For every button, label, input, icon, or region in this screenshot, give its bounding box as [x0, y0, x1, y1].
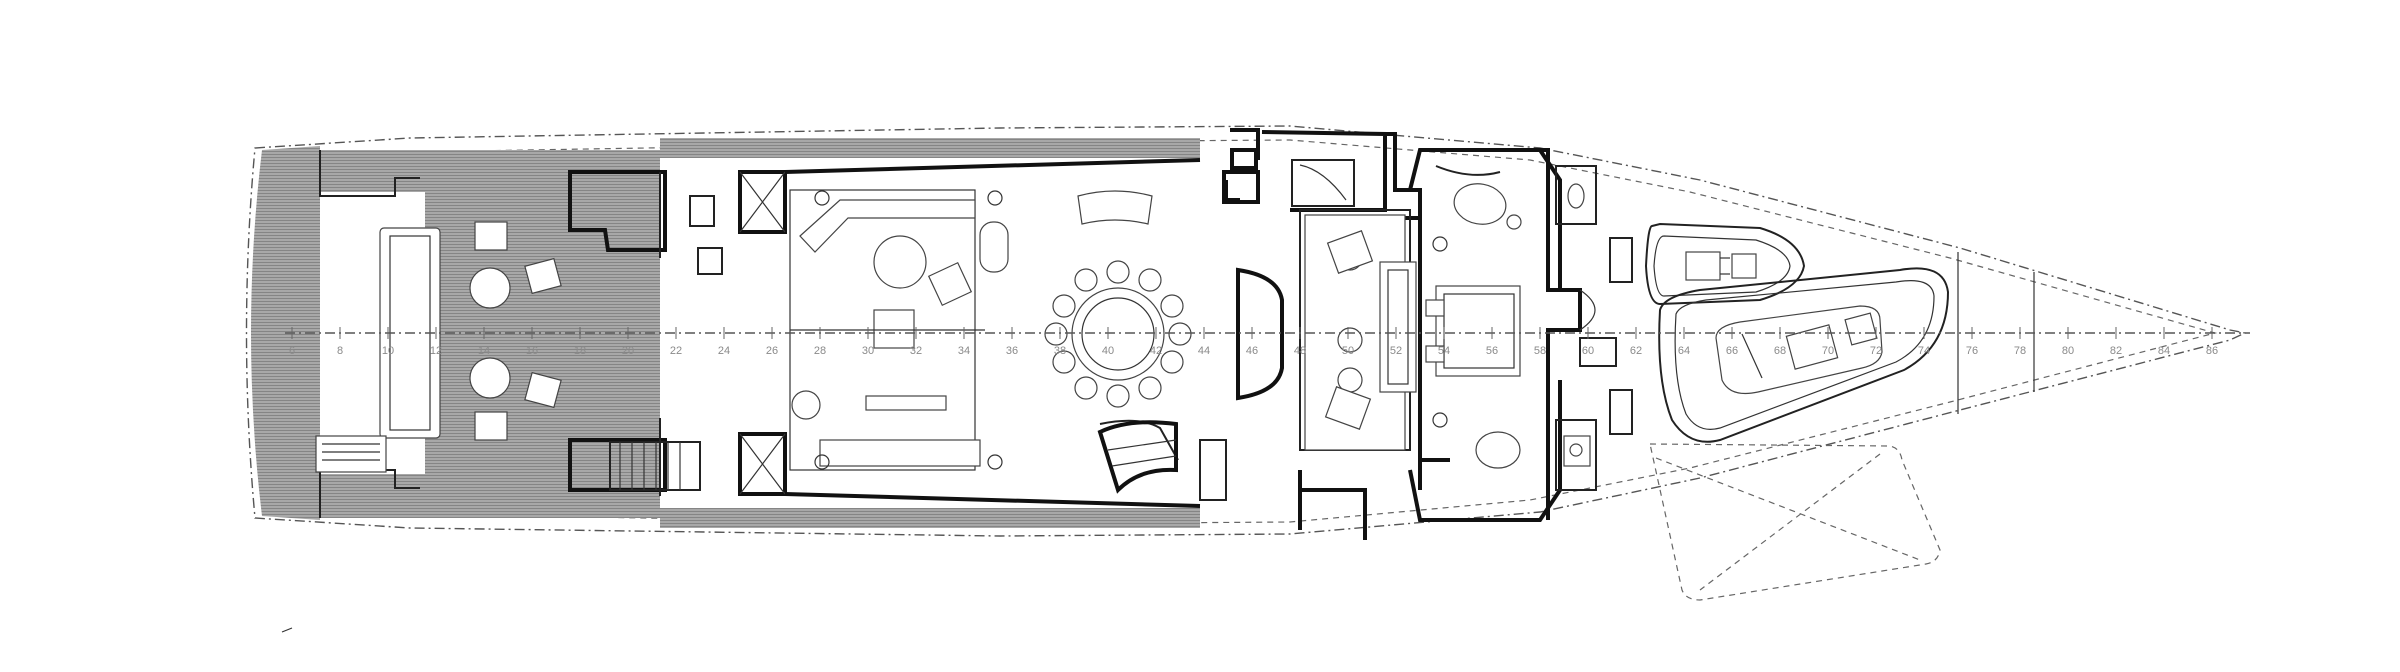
frame-tick-label: 10 — [382, 345, 394, 357]
bow-structure — [1957, 252, 2035, 414]
frame-tick-label: 50 — [1342, 345, 1354, 357]
frame-tick-label: 66 — [1726, 345, 1738, 357]
frame-tick-label: 40 — [1102, 345, 1114, 357]
frame-tick-label: 42 — [1150, 345, 1162, 357]
frame-tick-label: 56 — [1486, 345, 1498, 357]
frame-tick-label: 30 — [862, 345, 874, 357]
frame-tick-label: 16 — [526, 345, 538, 357]
frame-tick-label: 20 — [622, 345, 634, 357]
frame-tick-label: 60 — [1582, 345, 1594, 357]
frame-tick-label: 12 — [430, 345, 442, 357]
frame-tick-label: 24 — [718, 345, 730, 357]
aft-stairs — [609, 441, 701, 491]
frame-tick-label: 36 — [1006, 345, 1018, 357]
tender-launch-zone — [1649, 443, 1941, 601]
frame-tick-label: 62 — [1630, 345, 1642, 357]
frame-tick-label: 34 — [958, 345, 970, 357]
frame-tick-label: 74 — [1918, 345, 1930, 357]
frame-tick-label: 82 — [2110, 345, 2122, 357]
forward-bathrooms — [1540, 148, 1633, 520]
frame-tick-label: 68 — [1774, 345, 1786, 357]
tender-small — [1644, 222, 1806, 306]
frame-tick-label: 86 — [2206, 345, 2218, 357]
main-salon — [789, 189, 1009, 471]
frame-tick-label: 46 — [1246, 345, 1258, 357]
frame-tick-label: 38 — [1054, 345, 1066, 357]
frame-tick-label: 64 — [1678, 345, 1690, 357]
frame-tick-label: 80 — [2062, 345, 2074, 357]
frame-tick-label: 28 — [814, 345, 826, 357]
frame-tick-label: 70 — [1822, 345, 1834, 357]
frame-tick-label: 22 — [670, 345, 682, 357]
frame-tick-label: 72 — [1870, 345, 1882, 357]
dining-area — [1044, 190, 1284, 461]
cabin-suite — [1408, 148, 1562, 522]
tender-large — [1658, 267, 1950, 443]
frame-tick-label: 18 — [574, 345, 586, 357]
frame-tick-label: 76 — [1966, 345, 1978, 357]
frame-tick-label: 84 — [2158, 345, 2170, 357]
corner-mark — [281, 627, 293, 633]
frame-tick-label: 58 — [1534, 345, 1546, 357]
frame-tick-label: 54 — [1438, 345, 1450, 357]
frame-tick-label: 6 — [289, 345, 295, 357]
spiral-stairs — [1097, 420, 1227, 501]
frame-tick-label: 78 — [2014, 345, 2026, 357]
frame-tick-label: 32 — [910, 345, 922, 357]
frame-tick-label: 26 — [766, 345, 778, 357]
frame-tick-label: 8 — [337, 345, 343, 357]
frame-tick-label: 44 — [1198, 345, 1210, 357]
aft-deck-teak — [251, 138, 1200, 528]
main-deck-walls — [568, 158, 1201, 508]
frame-tick-label: 48 — [1294, 345, 1306, 357]
frame-tick-label: 14 — [478, 345, 490, 357]
frame-tick-label: 52 — [1390, 345, 1402, 357]
